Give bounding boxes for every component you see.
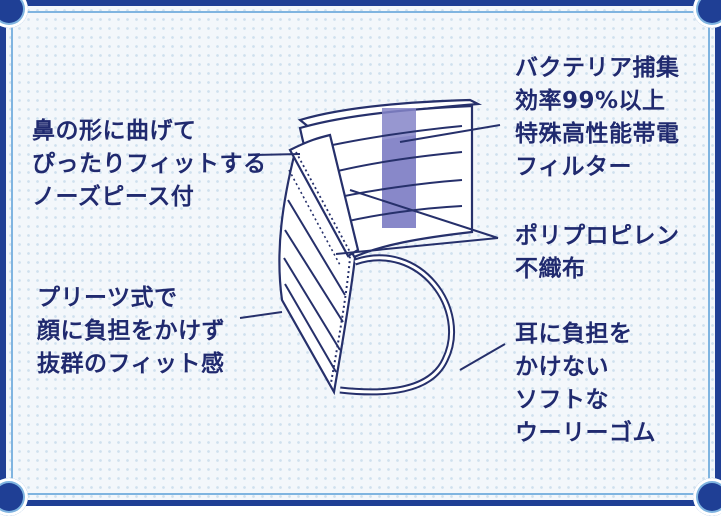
label-filter: バクテリア捕集 効率99%以上 特殊高性能帯電 フィルター [515, 55, 680, 180]
label-polypropylene: ポリプロピレン 不織布 [515, 223, 680, 282]
label-ear-loop: 耳に負担を かけない ソフトな ウーリーゴム [515, 321, 656, 446]
label-pleats: プリーツ式で 顔に負担をかけず 抜群のフィット感 [37, 285, 225, 377]
front-seam [299, 157, 352, 384]
leader-lines [239, 124, 506, 371]
ear-loop [339, 254, 455, 396]
mask-front-panel [278, 149, 357, 396]
label-nose-piece: 鼻の形に曲げて ぴったりフィットする ノーズピース付 [32, 118, 267, 210]
nose-piece [288, 133, 360, 258]
front-pleat-lines [283, 199, 346, 373]
